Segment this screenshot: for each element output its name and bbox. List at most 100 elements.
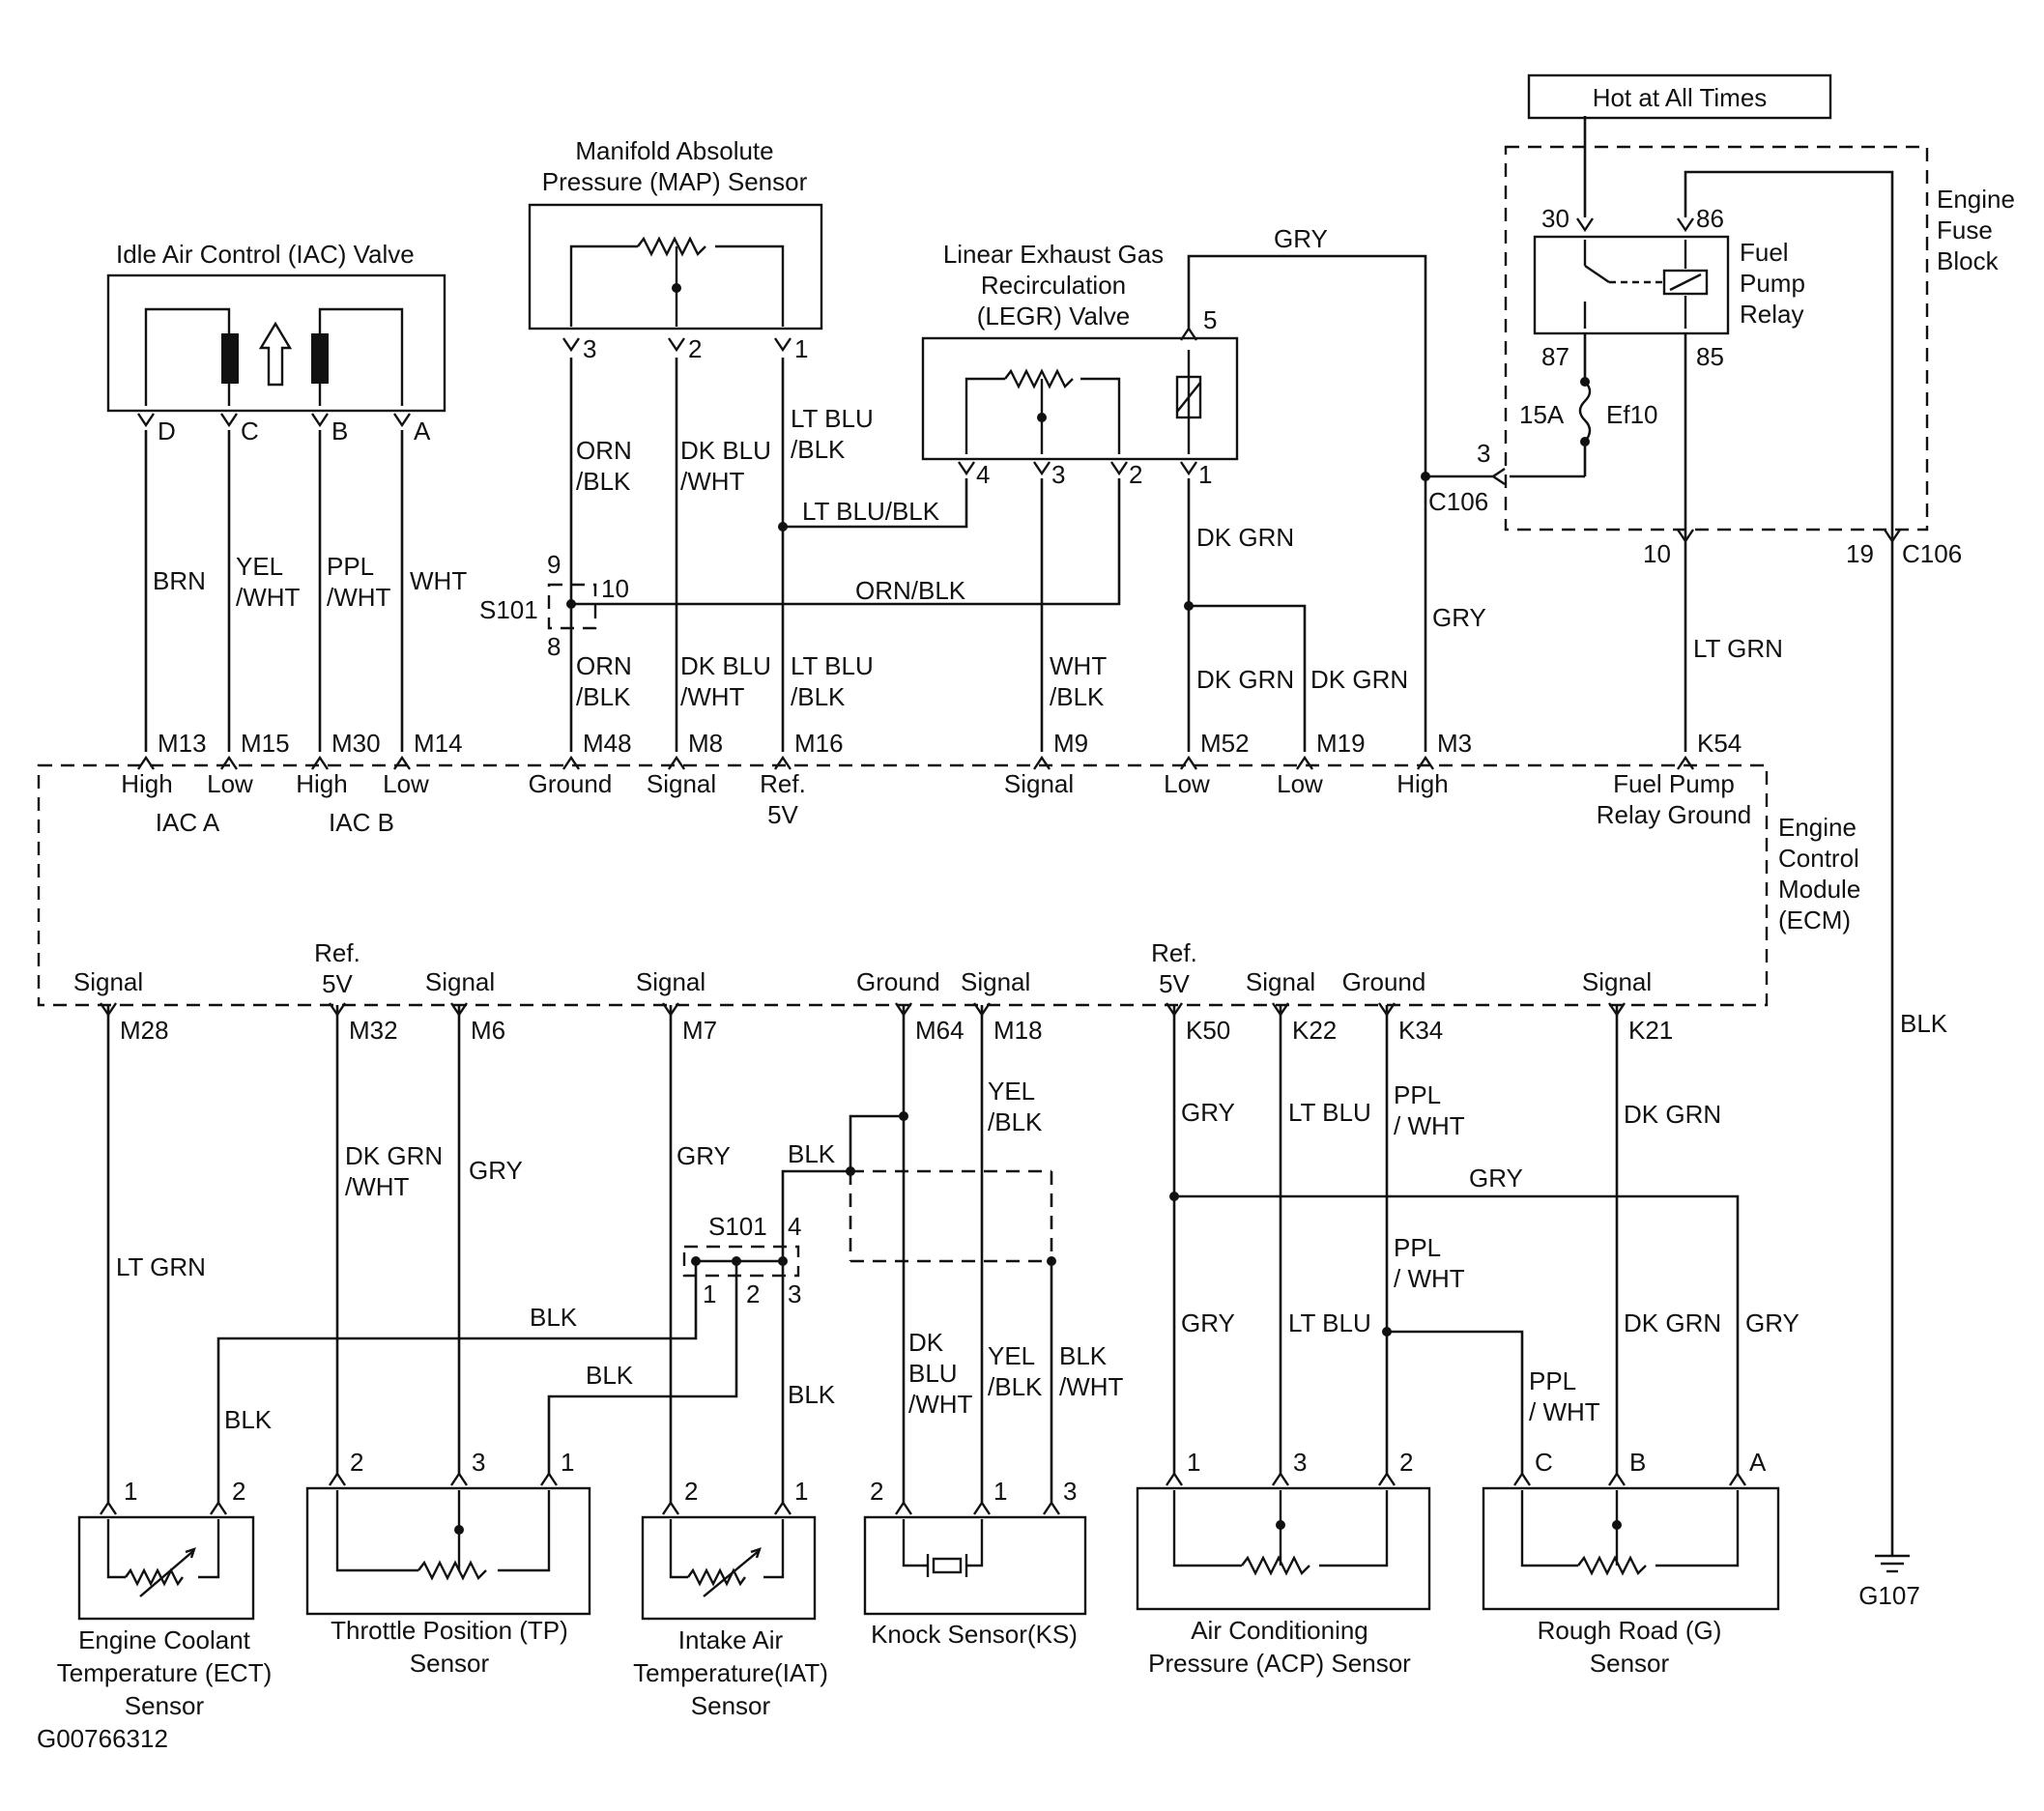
connector-chevron bbox=[1608, 1002, 1626, 1018]
connector-chevron bbox=[311, 755, 329, 770]
ecm-pin-id: M19 bbox=[1316, 729, 1366, 758]
wire-label-blk-wht: BLK/WHT bbox=[1059, 1341, 1124, 1401]
connector-chevron bbox=[774, 755, 792, 770]
ecm-pin-id: K54 bbox=[1697, 729, 1742, 758]
wire-label-dk-grn-wht: DK GRN/WHT bbox=[345, 1141, 443, 1201]
connector-chevron bbox=[668, 337, 685, 353]
connector-chevron bbox=[1180, 461, 1197, 476]
ecm-pin-id: M32 bbox=[349, 1016, 398, 1045]
ecm-pin-id: K34 bbox=[1398, 1016, 1443, 1045]
wire-label-ppl-wht-3: PPL/ WHT bbox=[1529, 1366, 1600, 1426]
ecm-pin-func: Signal bbox=[961, 967, 1030, 996]
wire-label-lt-blu-1: LT BLU bbox=[1288, 1098, 1371, 1127]
wire-label-dk-blu-wht-2: DK BLU/WHT bbox=[680, 651, 771, 711]
ecm-pin-func: Signal bbox=[73, 967, 143, 996]
hot-at-all-times-label: Hot at All Times bbox=[1593, 83, 1768, 112]
ecm-pin-func: Low bbox=[1277, 769, 1323, 798]
wire-label-blk-2: BLK bbox=[586, 1361, 634, 1390]
ecm-pin-func: Low bbox=[1164, 769, 1210, 798]
legr-valve bbox=[921, 336, 1239, 461]
iat-pin: 1 bbox=[794, 1477, 808, 1506]
connector-chevron bbox=[1110, 461, 1128, 476]
connector-chevron bbox=[1043, 1500, 1060, 1515]
wire-label-blk-3: BLK bbox=[788, 1139, 836, 1168]
legr-pin: 4 bbox=[976, 460, 990, 489]
wire-label-gry-mid: GRY bbox=[1432, 603, 1486, 632]
ect-pin: 2 bbox=[232, 1477, 245, 1506]
wire-label-orn-blk-h: ORN/BLK bbox=[855, 576, 966, 605]
connector-chevron bbox=[1513, 1471, 1531, 1486]
connector-chevron bbox=[562, 755, 580, 770]
connector-chevron bbox=[1490, 468, 1506, 485]
connector-chevron bbox=[393, 413, 411, 428]
wire-label-yel-blk-2: YEL/BLK bbox=[988, 1341, 1043, 1401]
fuse-name: Ef10 bbox=[1606, 400, 1658, 429]
connector-chevron bbox=[311, 413, 329, 428]
c106-name: C106 bbox=[1428, 487, 1488, 516]
c106-name: C106 bbox=[1902, 539, 1962, 568]
ecm-pin-id: M9 bbox=[1053, 729, 1088, 758]
connector-chevron bbox=[1033, 755, 1051, 770]
relay-pin: 30 bbox=[1541, 204, 1569, 233]
ecm-pin-func: Ground bbox=[856, 967, 940, 996]
legr-pin: 3 bbox=[1051, 460, 1065, 489]
connector-chevron bbox=[1677, 755, 1694, 770]
wire-label-dk-blu-wht-1: DK BLU/WHT bbox=[680, 436, 771, 496]
ecm-pin-func: Ground bbox=[1342, 967, 1426, 996]
iat-sensor bbox=[641, 1515, 817, 1621]
ecm-pin-id: M13 bbox=[158, 729, 207, 758]
connector-chevron bbox=[958, 461, 975, 476]
wire-label-dk-grn-3: DK GRN bbox=[1310, 665, 1408, 694]
wire-label-lt-blu-blk-h: LT BLU/BLK bbox=[802, 497, 940, 526]
acp-sensor bbox=[1136, 1486, 1431, 1611]
ecm-pin-id: M6 bbox=[471, 1016, 505, 1045]
connector-chevron bbox=[1166, 1002, 1183, 1018]
wire-label-gry-h: GRY bbox=[1469, 1164, 1523, 1193]
connector-chevron bbox=[562, 337, 580, 353]
wire-label-ppl-wht-1: PPL/ WHT bbox=[1394, 1080, 1465, 1140]
wire-label-gry-m7: GRY bbox=[677, 1141, 731, 1170]
connector-chevron bbox=[393, 755, 411, 770]
tp-sensor bbox=[305, 1486, 591, 1616]
ecm-pin-id: M8 bbox=[688, 729, 723, 758]
wire-label-lt-blu-blk-1: LT BLU/BLK bbox=[791, 404, 874, 464]
ecm-pin-func: Signal bbox=[1246, 967, 1315, 996]
fuel-pump-relay bbox=[1533, 235, 1730, 335]
splice-pin: 9 bbox=[547, 550, 561, 579]
connector-chevron bbox=[1296, 755, 1313, 770]
ect-sensor bbox=[77, 1515, 255, 1621]
c106-pin: 10 bbox=[1643, 539, 1671, 568]
connector-chevron bbox=[1378, 1471, 1396, 1486]
connector-chevron bbox=[540, 1471, 558, 1486]
ecm-pin-func: Signal bbox=[1004, 769, 1074, 798]
connector-chevron bbox=[973, 1002, 991, 1018]
connector-chevrons bbox=[100, 217, 1901, 1515]
acp-pin: 3 bbox=[1293, 1448, 1307, 1477]
iac-pin: B bbox=[331, 417, 348, 446]
acp-pin: 1 bbox=[1187, 1448, 1200, 1477]
acp-pin: 2 bbox=[1399, 1448, 1413, 1477]
legr-pin: 1 bbox=[1198, 460, 1212, 489]
top-wires bbox=[144, 116, 1894, 1556]
ecm-pin-id: K22 bbox=[1292, 1016, 1337, 1045]
connector-chevron bbox=[973, 1500, 991, 1515]
ecm-pin-id: M16 bbox=[794, 729, 844, 758]
diagram-id: G00766312 bbox=[37, 1724, 168, 1753]
splice-s101-top bbox=[547, 583, 597, 630]
splice-name: S101 bbox=[708, 1212, 767, 1241]
bottom-wires bbox=[106, 1005, 1740, 1503]
wire-label-gry-k50-1: GRY bbox=[1181, 1098, 1235, 1127]
ks-pin: 2 bbox=[870, 1477, 883, 1506]
ecm-pin-id: M3 bbox=[1437, 729, 1472, 758]
wire-label-orn-blk-2: ORN/BLK bbox=[576, 651, 632, 711]
connector-chevron bbox=[668, 755, 685, 770]
rr-pin: B bbox=[1629, 1448, 1646, 1477]
map-sensor bbox=[528, 203, 823, 331]
